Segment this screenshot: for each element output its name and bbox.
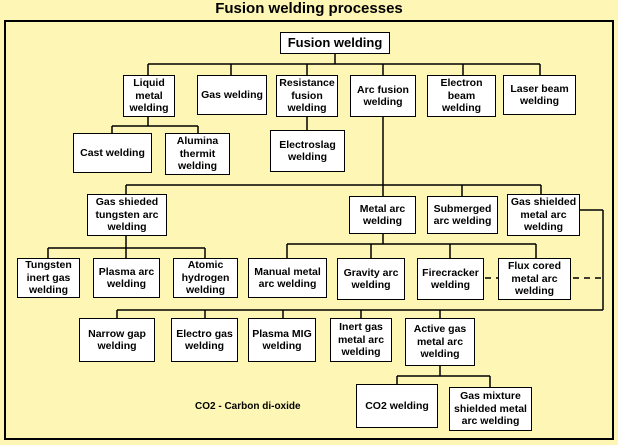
- node-electro-gas-welding: Electro gas welding: [171, 318, 238, 362]
- node-fusion-welding: Fusion welding: [280, 32, 390, 54]
- diagram-frame: [4, 20, 614, 440]
- node-tungsten-inert-gas-welding: Tungsten inert gas welding: [17, 258, 80, 298]
- node-plasma-arc-welding: Plasma arc welding: [93, 258, 160, 298]
- node-narrow-gap-welding: Narrow gap welding: [79, 318, 155, 362]
- node-liquid-metal-welding: Liquid metal welding: [123, 75, 175, 117]
- node-active-gas-metal-arc-welding: Active gas metal arc welding: [405, 318, 475, 366]
- node-manual-metal-arc-welding: Manual metal arc welding: [248, 258, 327, 298]
- diagram-title: Fusion welding processes: [215, 0, 403, 17]
- node-gas-welding: Gas welding: [197, 75, 267, 115]
- node-metal-arc-welding: Metal arc welding: [349, 196, 416, 234]
- node-plasma-mig-welding: Plasma MIG welding: [248, 318, 316, 362]
- node-arc-fusion-welding: Arc fusion welding: [350, 75, 416, 117]
- node-atomic-hydrogen-welding: Atomic hydrogen welding: [173, 258, 238, 298]
- node-firecracker-welding: Firecracker welding: [417, 258, 484, 300]
- node-flux-cored-metal-arc-welding: Flux cored metal arc welding: [498, 258, 571, 300]
- node-gas-shielded-metal-arc-welding: Gas shielded metal arc welding: [507, 194, 580, 236]
- node-electron-beam-welding: Electron beam welding: [427, 75, 496, 117]
- node-gas-mixture-shielded-metal-arc-welding: Gas mixture shielded metal arc welding: [449, 387, 532, 431]
- co2-note: CO2 - Carbon di-oxide: [195, 401, 301, 412]
- node-cast-welding: Cast welding: [73, 133, 152, 173]
- node-resistance-fusion-welding: Resistance fusion welding: [276, 75, 338, 117]
- node-gas-shielded-tungsten-arc-welding: Gas shieded tungsten arc welding: [87, 194, 167, 236]
- node-co2-welding: CO2 welding: [356, 384, 438, 428]
- node-electroslag-welding: Electroslag welding: [270, 130, 345, 172]
- node-submerged-arc-welding: Submerged arc welding: [427, 196, 498, 234]
- node-gravity-arc-welding: Gravity arc welding: [337, 258, 405, 300]
- node-alumina-thermit-welding: Alumina thermit welding: [165, 133, 230, 175]
- node-inert-gas-metal-arc-welding: Inert gas metal arc welding: [330, 318, 392, 362]
- node-laser-beam-welding: Laser beam welding: [503, 75, 576, 115]
